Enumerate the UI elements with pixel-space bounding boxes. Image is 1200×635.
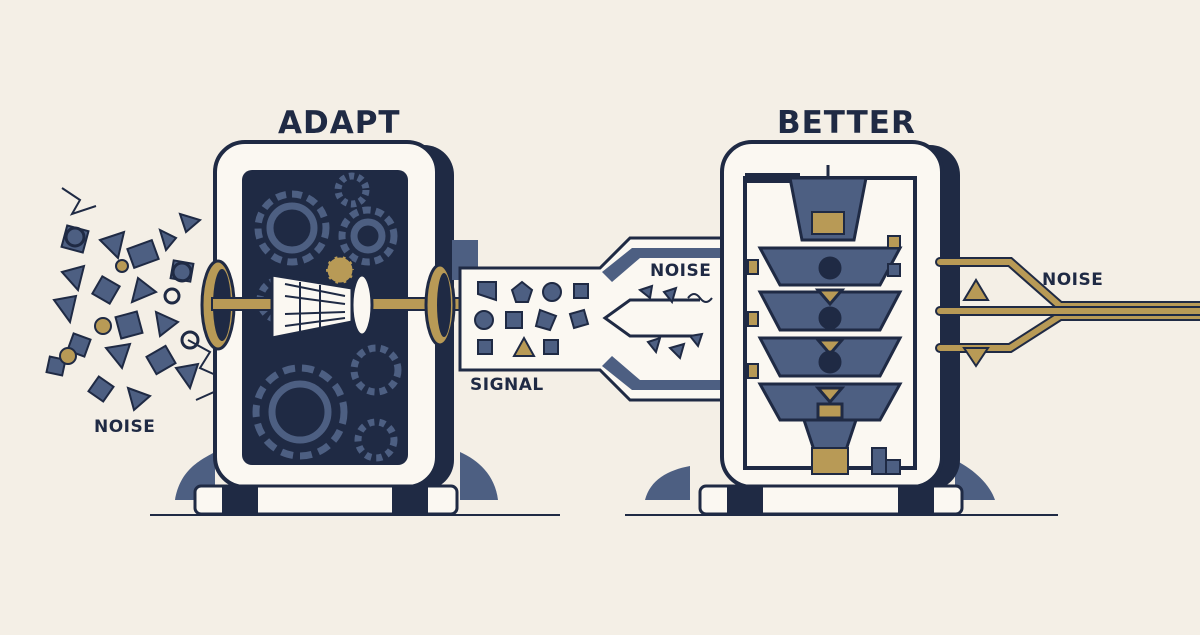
noise-rings-left <box>64 226 200 350</box>
better-title: BETTER <box>777 105 916 141</box>
noise-label-left: NOISE <box>94 417 155 437</box>
adapt-title: ADAPT <box>278 105 401 141</box>
better-base-blob-left <box>645 466 690 500</box>
small-gold-gear <box>324 254 356 286</box>
noise-label-mid: NOISE <box>650 261 711 281</box>
chevron-icon <box>602 298 700 338</box>
noise-label-right: NOISE <box>1042 270 1103 290</box>
better-hopper <box>788 176 868 242</box>
filter-stages <box>757 246 903 422</box>
signal-label: SIGNAL <box>470 375 544 395</box>
signal-shapes <box>474 280 590 357</box>
triangle-down-icon <box>962 347 990 368</box>
triangle-up-icon <box>962 278 990 301</box>
better-base-blob-right <box>955 460 995 500</box>
adapt-base <box>193 484 459 516</box>
better-base <box>698 484 964 516</box>
noise-dots-left <box>59 259 129 365</box>
funnel-icon <box>270 273 354 340</box>
adapt-base-blob-right <box>460 452 498 500</box>
gear-icon <box>252 172 402 462</box>
adapt-inner-lens <box>350 273 374 337</box>
side-pins <box>747 235 901 379</box>
noise-shapes-mid <box>637 284 704 360</box>
